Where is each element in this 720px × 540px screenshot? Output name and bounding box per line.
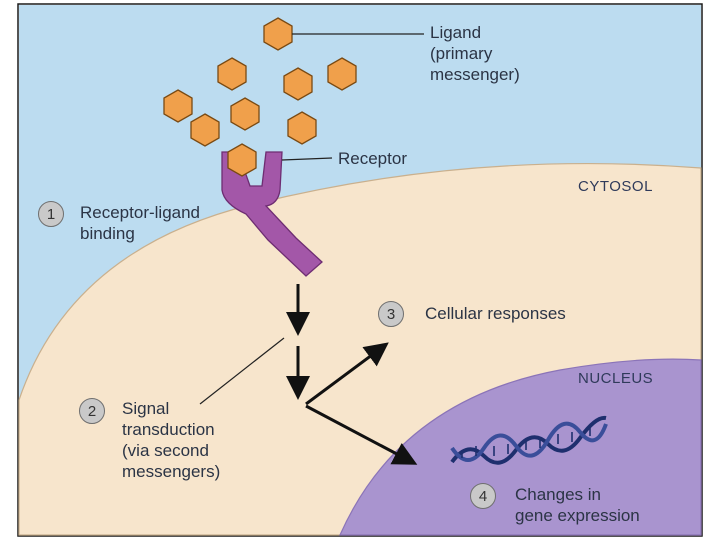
receptor-leader-line [281, 157, 333, 161]
step-1-badge: 1 [38, 201, 64, 227]
step-2-badge: 2 [79, 398, 105, 424]
ligand-molecule [190, 113, 220, 147]
ligand-molecule [287, 111, 317, 145]
arrow-to-nucleus [305, 404, 418, 465]
ligand-molecule [230, 97, 260, 131]
step-1-label: Receptor-ligand binding [80, 203, 201, 243]
step-2-label: Signal transduction (via second messenge… [122, 399, 221, 481]
nucleus-label: NUCLEUS [578, 370, 654, 387]
receptor-protein [221, 143, 323, 277]
ligand-label: Ligand (primary messenger) [430, 23, 520, 84]
ligand-molecule [163, 89, 193, 123]
step-3-badge: 3 [378, 301, 404, 327]
transduction-leader-line [199, 337, 285, 405]
step-4-badge: 4 [470, 483, 496, 509]
dna-strand [450, 421, 608, 462]
dna-base-pairs [461, 426, 591, 458]
bound-ligand [227, 143, 257, 177]
ligand-molecule [263, 17, 293, 51]
receptor-label: Receptor [338, 149, 407, 168]
ligand-molecules [163, 17, 357, 147]
arrow-to-responses [305, 342, 389, 406]
step-4-label: Changes in gene expression [515, 485, 640, 525]
ligand-molecule [283, 67, 313, 101]
ligand-molecule [217, 57, 247, 91]
dna-double-helix [450, 415, 608, 465]
cytosol-label: CYTOSOL [578, 178, 653, 195]
ligand-molecule [327, 57, 357, 91]
receptor-shape [221, 151, 323, 277]
step-3-label: Cellular responses [425, 304, 566, 323]
